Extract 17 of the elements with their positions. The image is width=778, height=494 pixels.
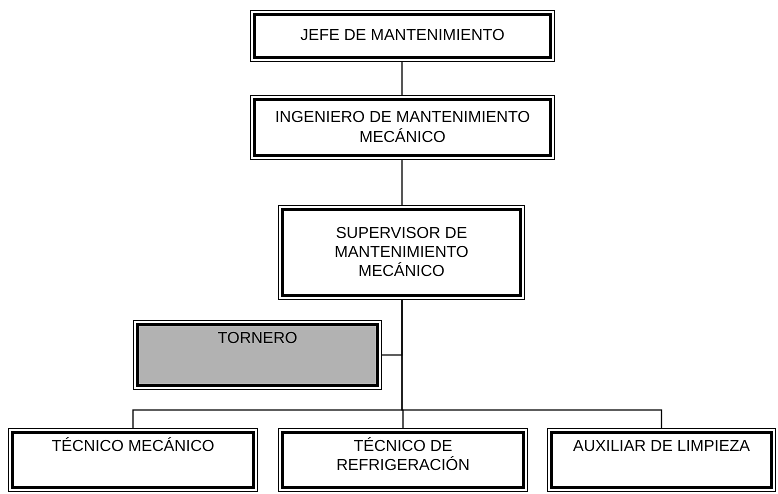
role-title: TORNERO [218, 329, 298, 348]
role-title: SUPERVISOR DE MANTENIMIENTO MECÁNICO [334, 224, 470, 282]
org-box [547, 428, 776, 492]
role-title: INGENIERO DE MANTENIMIENTO MECÁNICO [274, 108, 531, 147]
role-title: TÉCNICO DE REFRIGERACIÓN [335, 437, 471, 476]
role-title: JEFE DE MANTENIMIENTO [300, 26, 505, 46]
org-box [133, 320, 382, 390]
org-box [250, 10, 555, 62]
org-box [250, 95, 555, 160]
connector-line [401, 62, 403, 95]
connector-line [401, 300, 662, 428]
connector-line [401, 160, 403, 205]
role-title: TÉCNICO MECÁNICO [52, 437, 214, 456]
org-box [278, 428, 528, 492]
role-title: AUXILIAR DE LIMPIEZA [573, 437, 750, 456]
org-box [278, 205, 525, 300]
org-box [8, 428, 258, 492]
